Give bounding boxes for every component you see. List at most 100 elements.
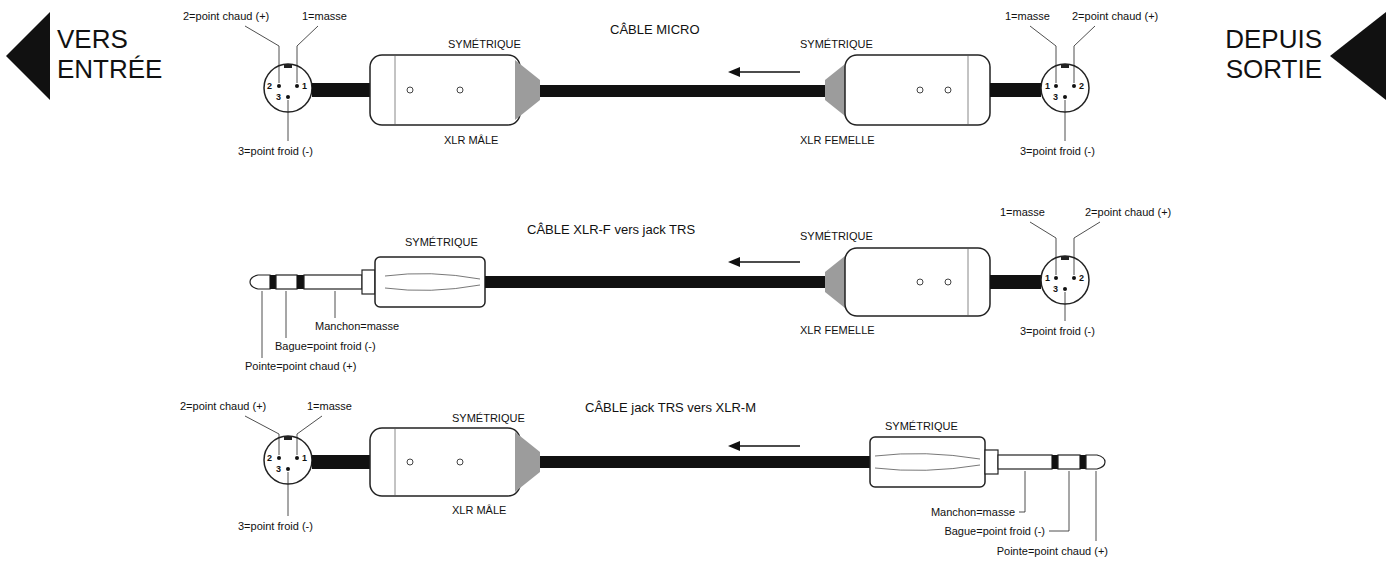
jack-contact-label: Bague=point froid (-): [944, 525, 1045, 538]
internal-wires: [385, 274, 480, 291]
pin-dot: [1054, 84, 1058, 88]
pin-dot: [1063, 95, 1067, 99]
body-detail: [395, 56, 396, 124]
jack-insulator: [297, 275, 304, 289]
connector-label: XLR MÂLE: [444, 134, 498, 147]
pin-number: 2: [1079, 273, 1084, 283]
jack-insulator: [1052, 455, 1058, 469]
pin-dot: [277, 84, 281, 88]
pin-number: 2: [267, 81, 272, 91]
pin-label: 1=masse: [1005, 10, 1050, 23]
leader-line: [1030, 26, 1056, 83]
jack-insulator: [270, 275, 276, 289]
cable-title: CÂBLE XLR-F vers jack TRS: [527, 222, 695, 238]
signal-arrow: [738, 445, 800, 447]
jack-collar: [985, 450, 998, 474]
section-label: SYMÉTRIQUE: [800, 38, 873, 51]
section-label: SYMÉTRIQUE: [800, 230, 873, 243]
xlr-notch: [1061, 64, 1069, 68]
direction-arrow: [1330, 12, 1386, 100]
jack-ring: [1058, 455, 1080, 469]
pin-number: 1: [1045, 273, 1050, 283]
pin-dot: [295, 456, 299, 460]
xlr-notch: [284, 436, 292, 440]
pin-dot: [1072, 276, 1076, 280]
screw: [407, 87, 413, 93]
pin-dot: [1063, 287, 1067, 291]
xlr-notch: [1061, 256, 1069, 260]
leader-line: [1074, 222, 1100, 275]
signal-arrowhead: [728, 441, 740, 451]
leader-line: [262, 291, 263, 358]
pin-number: 3: [1053, 92, 1058, 102]
jack-tip: [250, 275, 270, 289]
leader-line: [1074, 26, 1095, 83]
pin-label: 2=point chaud (+): [1085, 206, 1171, 219]
cable-title: CÂBLE jack TRS vers XLR-M: [585, 400, 756, 416]
pin-number: 1: [302, 81, 307, 91]
screw: [457, 87, 463, 93]
cable-stub: [312, 83, 374, 97]
pin-dot: [1072, 84, 1076, 88]
cable: [540, 85, 825, 97]
screw: [945, 87, 951, 93]
internal-wires: [875, 454, 980, 471]
xlr-male-body: [370, 55, 520, 125]
section-label: SYMÉTRIQUE: [452, 412, 525, 425]
pin-dot: [286, 95, 290, 99]
pin-label: 1=masse: [302, 10, 347, 23]
jack-barrel: [870, 437, 985, 487]
pin-number: 3: [276, 464, 281, 474]
pin-label: 1=masse: [1000, 206, 1045, 219]
screw: [407, 459, 413, 465]
leader-line: [245, 416, 279, 455]
jack-collar: [362, 270, 375, 294]
leader-line: [297, 26, 318, 83]
body-detail: [968, 56, 969, 124]
pin-dot: [286, 467, 290, 471]
xlr-female-body: [845, 55, 990, 125]
cable: [485, 276, 825, 288]
pin-dot: [1054, 276, 1058, 280]
cable: [540, 456, 870, 468]
jack-contact-label: Manchon=masse: [931, 506, 1015, 519]
section-label: SYMÉTRIQUE: [448, 38, 521, 51]
cable-stub: [312, 455, 374, 469]
screw: [917, 279, 923, 285]
xlr-male-body: [370, 428, 520, 496]
screw: [945, 279, 951, 285]
jack-contact-label: Manchon=masse: [315, 320, 399, 333]
pin-number: 3: [276, 92, 281, 102]
leader-line: [1065, 292, 1066, 321]
cable-stub: [990, 83, 1041, 97]
jack-contact-label: Pointe=point chaud (+): [997, 545, 1108, 558]
leader-line: [297, 416, 322, 455]
pin-number: 3: [1053, 284, 1058, 294]
direction-label: VERS ENTRÉE: [57, 24, 187, 84]
xlr-female-body: [845, 248, 990, 316]
body-detail: [968, 249, 969, 315]
connector-label: XLR MÂLE: [452, 504, 506, 517]
cable-title: CÂBLE MICRO: [610, 22, 700, 38]
pin-label: 3=point froid (-): [1020, 145, 1095, 158]
pin-number: 2: [267, 453, 272, 463]
section-label: SYMÉTRIQUE: [885, 420, 958, 433]
connector-label: XLR FEMELLE: [800, 324, 875, 337]
leader-line: [1030, 222, 1056, 275]
pin-number: 1: [302, 453, 307, 463]
screw: [917, 87, 923, 93]
cable-boot: [515, 60, 540, 120]
leader-line: [1049, 471, 1069, 531]
pin-label: 3=point froid (-): [238, 145, 313, 158]
body-detail: [395, 429, 396, 495]
leader-line: [286, 291, 287, 338]
jack-sleeve: [998, 455, 1052, 469]
pin-label: 1=masse: [307, 400, 352, 413]
leader-line: [288, 100, 289, 141]
xlr-notch: [284, 64, 292, 68]
pin-label: 2=point chaud (+): [1072, 10, 1158, 23]
direction-arrow: [6, 12, 50, 100]
pin-number: 2: [1079, 81, 1084, 91]
